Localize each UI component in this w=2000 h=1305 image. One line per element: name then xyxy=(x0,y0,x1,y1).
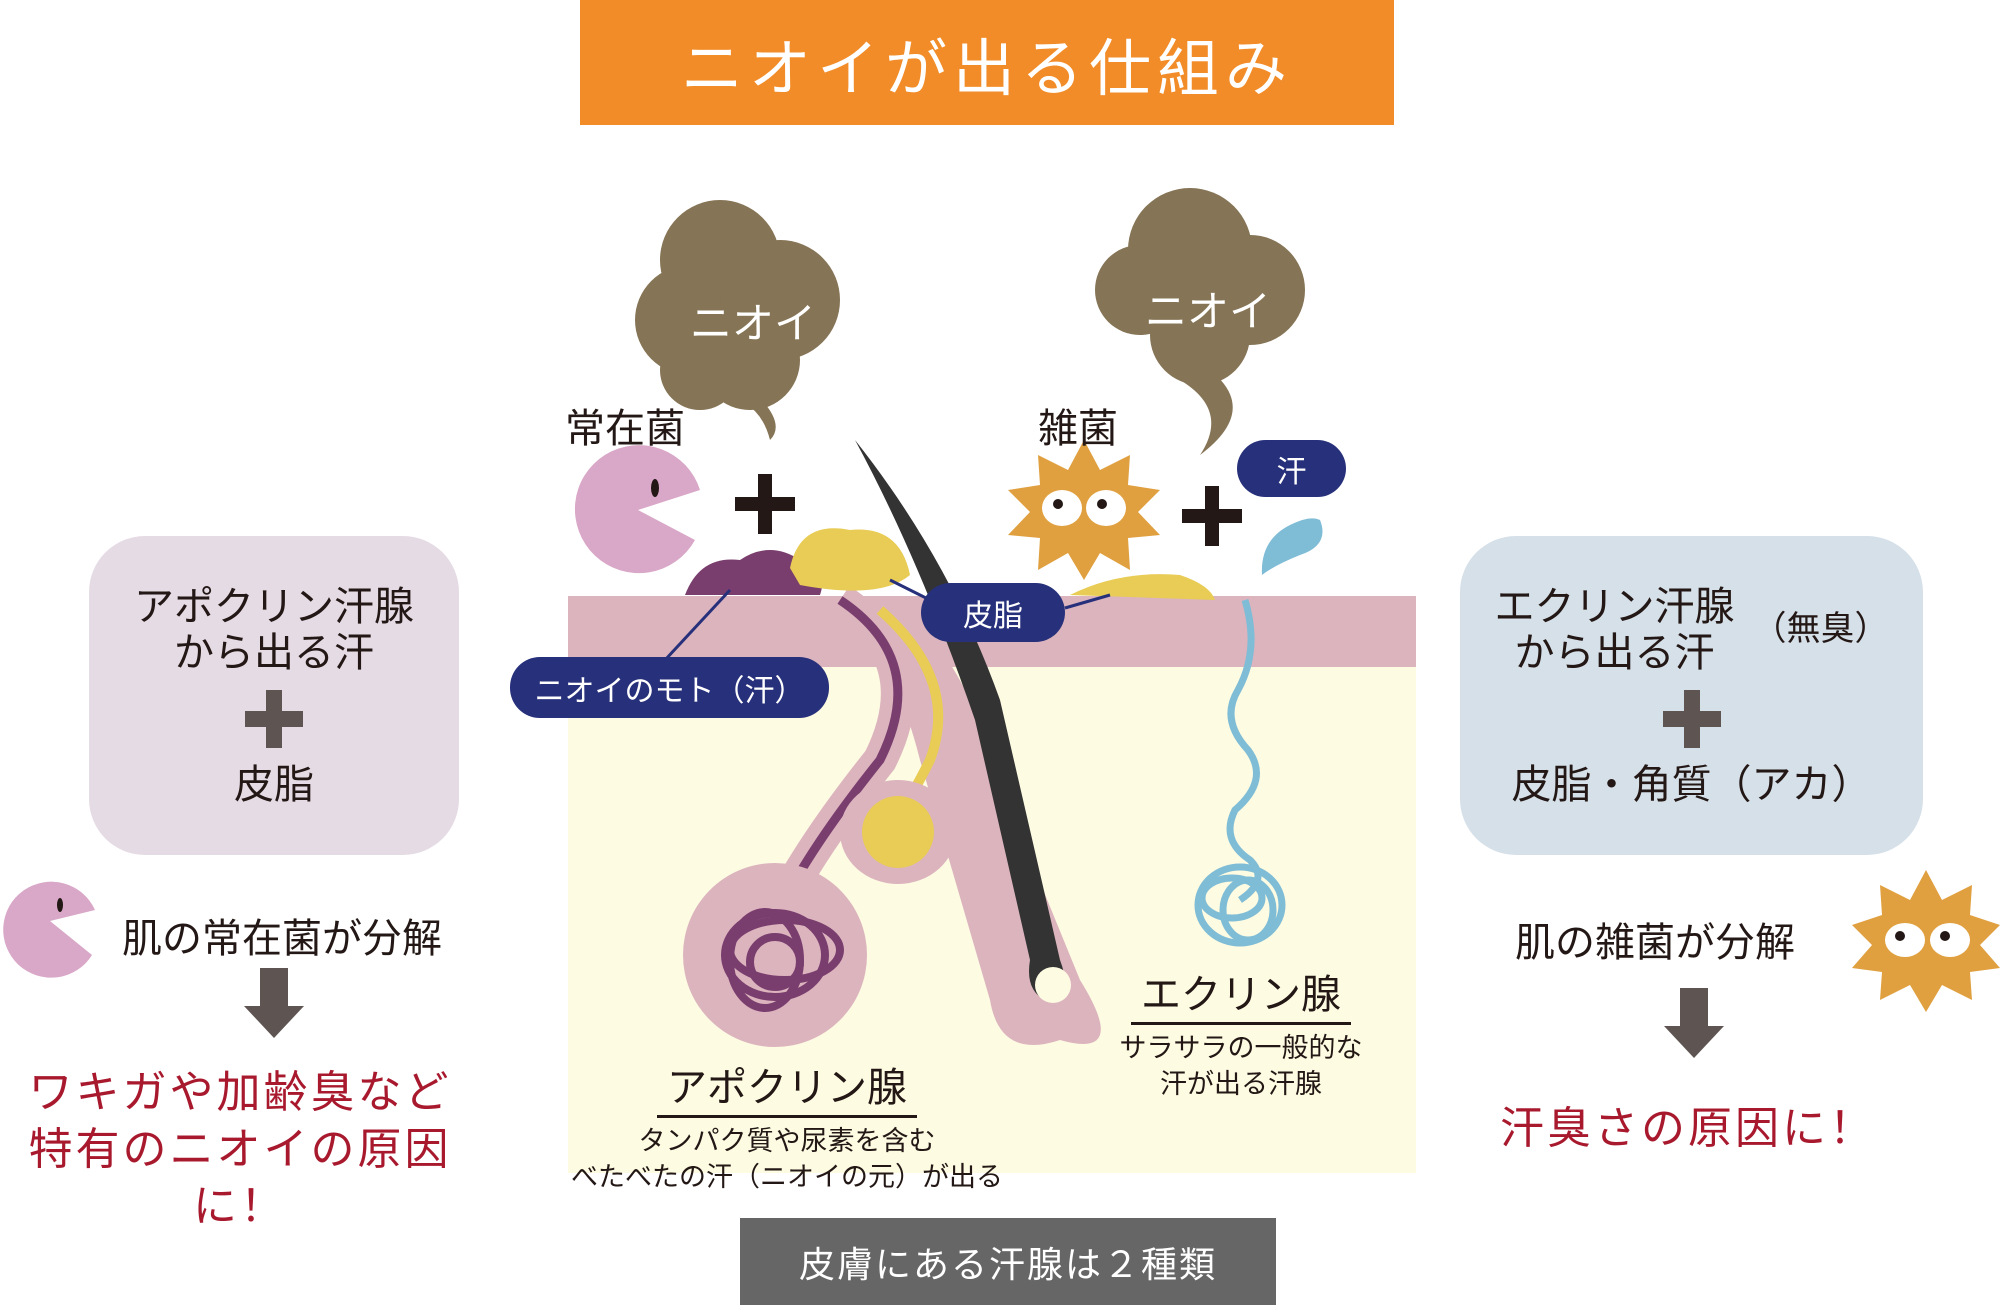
odor-smoke-right-icon xyxy=(1095,188,1305,455)
sebum-tag: 皮脂 xyxy=(921,583,1065,642)
eccrine-formula-box: エクリン汗腺 から出る汗 （無臭） 皮脂・角質（アカ） xyxy=(1460,536,1923,855)
footer-caption: 皮膚にある汗腺は２種類 xyxy=(740,1218,1276,1305)
odor-label-right: ニオイ xyxy=(1145,287,1272,336)
sebaceous-gland xyxy=(862,796,934,868)
result-line: ワキガや加齢臭など xyxy=(28,1067,452,1118)
down-arrow-icon xyxy=(244,968,304,1038)
eccrine-title: エクリン腺 xyxy=(1131,962,1351,1025)
plus-icon xyxy=(1182,486,1242,546)
box-line: 皮脂・角質（アカ） xyxy=(1511,761,1872,808)
plus-icon xyxy=(1662,689,1721,748)
hair-shaft xyxy=(855,440,1065,1000)
sebum-right xyxy=(1070,574,1215,600)
germ-icon xyxy=(1852,870,2000,1012)
apocrine-title: アポクリン腺 xyxy=(657,1055,917,1118)
box-line: から出る汗 xyxy=(1514,629,1715,676)
odorless-note: （無臭） xyxy=(1752,608,1889,649)
odor-smoke-left-icon xyxy=(635,200,840,440)
eccrine-duct xyxy=(1226,598,1262,903)
eccrine-desc-2: 汗が出る汗腺 xyxy=(1160,1069,1322,1101)
sweat-drop-icon xyxy=(1261,518,1323,575)
box-line: から出る汗 xyxy=(174,629,374,676)
right-action-text: 肌の雑菌が分解 xyxy=(1515,920,1795,966)
sebum-left xyxy=(790,528,910,591)
resident-bacteria-label: 常在菌 xyxy=(565,406,685,452)
box-line: アポクリン汗腺 xyxy=(134,583,414,630)
apocrine-desc-1: タンパク質や尿素を含む xyxy=(638,1126,936,1157)
odor-source-tag: ニオイのモト（汗） xyxy=(510,657,829,718)
resident-bacteria-icon xyxy=(3,881,95,978)
hair-bulb xyxy=(1035,967,1071,1003)
box-line: 皮脂 xyxy=(234,761,314,808)
germ-icon xyxy=(1008,440,1160,580)
apocrine-opening xyxy=(685,550,823,595)
apocrine-gland-sheath xyxy=(683,863,867,1047)
sweat-tag: 汗 xyxy=(1237,440,1346,497)
resident-bacteria-icon xyxy=(574,445,700,574)
plus-icon xyxy=(735,474,795,534)
result-line: 特有のニオイの原因に！ xyxy=(28,1124,452,1233)
down-arrow-icon xyxy=(1664,988,1724,1058)
right-result-text: 汗臭さの原因に！ xyxy=(1500,1103,1876,1154)
apocrine-desc-2: べたべたの汗（ニオイの元）が出る xyxy=(571,1162,1003,1194)
odor-source-connector xyxy=(663,588,732,662)
page-title: ニオイが出る仕組み xyxy=(580,0,1394,125)
apocrine-formula-box: アポクリン汗腺 から出る汗 皮脂 xyxy=(89,536,459,855)
apocrine-label: アポクリン腺 タンパク質や尿素を含む べたべたの汗（ニオイの元）が出る xyxy=(571,1055,1003,1197)
eccrine-desc-1: サラサラの一般的な xyxy=(1119,1033,1363,1064)
box-line: エクリン汗腺 xyxy=(1494,583,1735,630)
odor-label-left: ニオイ xyxy=(690,299,817,348)
sebum-connector-right xyxy=(1064,593,1111,610)
apocrine-coil xyxy=(721,908,844,1012)
eccrine-coil xyxy=(1194,863,1286,947)
germs-label: 雑菌 xyxy=(1038,406,1118,452)
plus-icon xyxy=(245,689,303,748)
left-action-text: 肌の常在菌が分解 xyxy=(122,916,442,962)
eccrine-label: エクリン腺 サラサラの一般的な 汗が出る汗腺 xyxy=(1091,962,1391,1104)
sebum-connector-left xyxy=(889,578,931,602)
left-result-text: ワキガや加齢臭など 特有のニオイの原因に！ xyxy=(20,1064,460,1236)
